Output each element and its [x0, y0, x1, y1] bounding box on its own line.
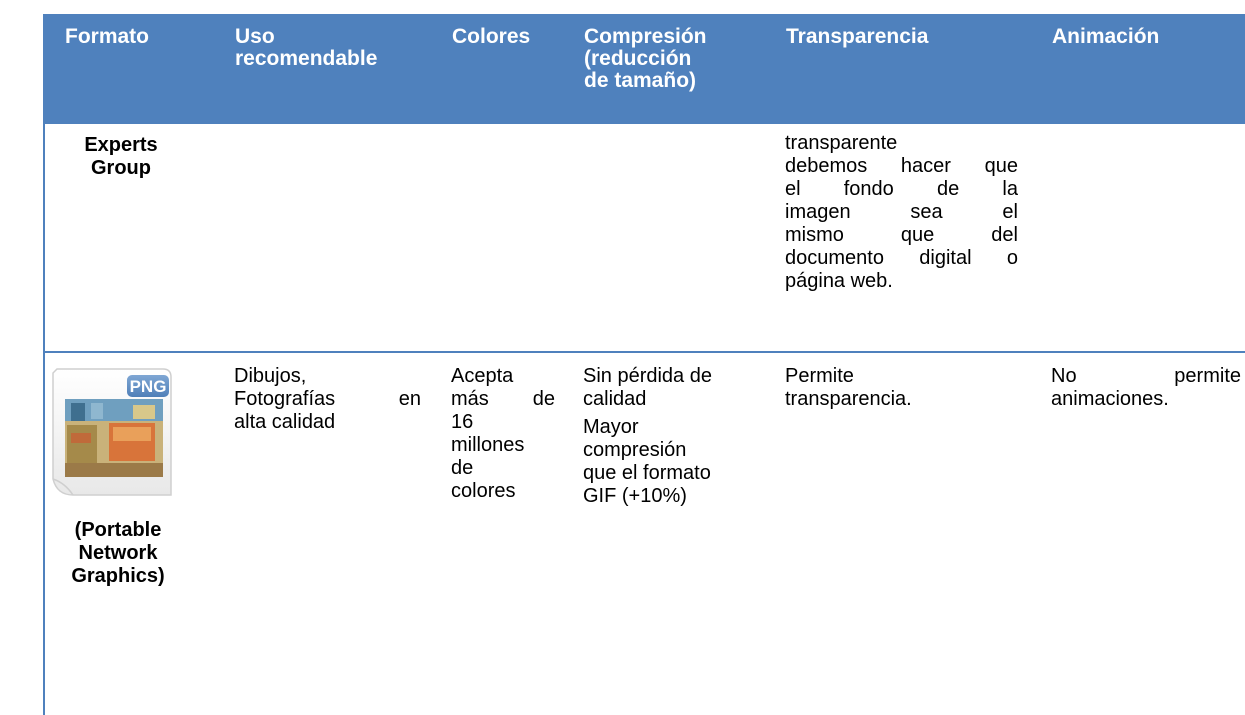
- format-comparison-table: Formato Uso recomendable Colores Compres…: [43, 14, 1245, 715]
- row-png-transparencia: Permite transparencia.: [785, 365, 912, 410]
- png-icon-label: PNG: [130, 377, 167, 396]
- header-uso-recomendable: Uso recomendable: [235, 25, 378, 70]
- table-header-row: Formato Uso recomendable Colores Compres…: [43, 14, 1245, 124]
- header-compresion: Compresión (reducción de tamaño): [584, 25, 707, 92]
- row-png-compresion: Sin pérdida de calidad Mayor compresión …: [583, 365, 712, 507]
- header-colores: Colores: [452, 25, 531, 48]
- table-left-border: [43, 124, 45, 715]
- header-formato: Formato: [65, 25, 149, 48]
- row-png-uso: Dibujos, Fotografías en alta calidad: [234, 365, 421, 433]
- header-animacion: Animación: [1052, 25, 1160, 48]
- png-file-icon: PNG: [47, 363, 183, 503]
- row-png-formato: (Portable Network Graphics): [71, 519, 165, 587]
- row-separator: [43, 351, 1245, 353]
- header-transparencia: Transparencia: [786, 25, 929, 48]
- row-jpeg-formato: Experts Group: [84, 134, 158, 179]
- row-png-colores: Acepta más de 16 millones de colores: [451, 365, 555, 502]
- row-jpeg-transparencia: transparente debemos hacer que el fondo …: [785, 132, 1018, 292]
- row-png-animacion: No permite animaciones.: [1051, 365, 1241, 410]
